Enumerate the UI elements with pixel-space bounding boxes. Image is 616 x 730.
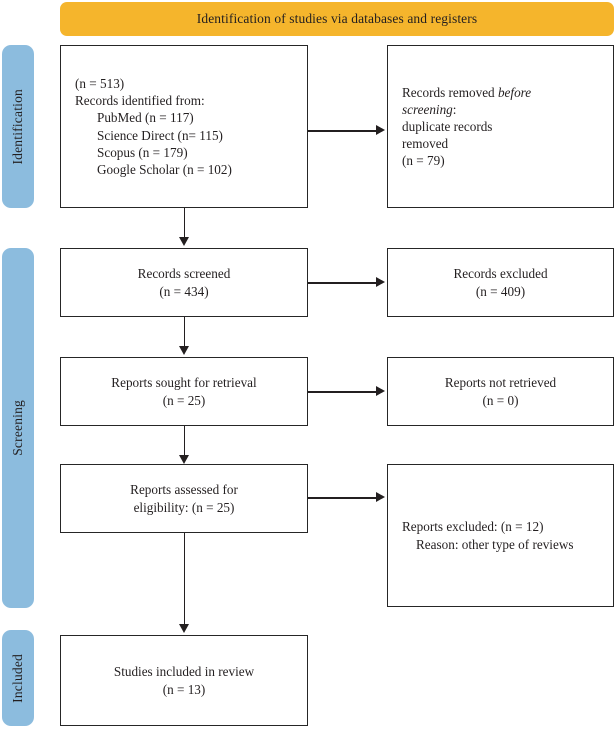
box-records-identified: (n = 513) Records identified from: PubMe… — [60, 45, 308, 208]
stage-tab-screening: Screening — [2, 248, 34, 608]
connector-screened-to-excluded-arrow — [376, 277, 385, 288]
stage-tab-included: Included — [2, 630, 34, 726]
records-identified-scopus: Scopus (n = 179) — [97, 144, 188, 160]
box-reports-assessed: Reports assessed for eligibility: (n = 2… — [60, 464, 308, 533]
records-removed-line-5: (n = 79) — [402, 153, 445, 169]
records-excluded-line-2: (n = 409) — [475, 283, 526, 299]
records-identified-line-1: (n = 513) — [75, 76, 125, 92]
diagram-banner-title: Identification of studies via databases … — [60, 2, 614, 36]
box-reports-not-retrieved: Reports not retrieved (n = 0) — [387, 357, 614, 426]
records-screened-line-2: (n = 434) — [159, 283, 209, 299]
records-identified-google-scholar: Google Scholar (n = 102) — [97, 161, 232, 177]
connector-screened-to-sought-line — [183, 317, 186, 347]
records-removed-line-3: duplicate records — [402, 118, 493, 134]
box-records-excluded: Records excluded (n = 409) — [387, 248, 614, 317]
reports-not-retrieved-line-1: Reports not retrieved — [444, 375, 557, 391]
connector-screened-to-excluded-line — [308, 282, 376, 284]
reports-assessed-line-1: Reports assessed for — [130, 482, 238, 498]
reports-excluded-line-2: Reason: other type of reviews — [416, 536, 574, 552]
connector-assessed-to-excluded-line — [308, 497, 376, 499]
records-removed-line-1a: Records removed — [402, 84, 498, 100]
connector-sought-to-assessed-arrow — [178, 455, 189, 464]
box-studies-included: Studies included in review (n = 13) — [60, 635, 308, 726]
connector-sought-to-not-retrieved-line — [308, 391, 376, 393]
banner-label: Identification of studies via databases … — [196, 11, 478, 26]
reports-excluded-line-1: Reports excluded: (n = 12) — [402, 519, 544, 535]
records-removed-line-2a: screening — [402, 101, 453, 117]
reports-assessed-line-2: eligibility: (n = 25) — [133, 499, 235, 515]
stage-label-included: Included — [10, 653, 25, 703]
connector-assessed-to-included-line — [183, 533, 186, 625]
records-excluded-line-1: Records excluded — [453, 266, 548, 282]
stage-label-identification: Identification — [10, 88, 25, 165]
connector-assessed-to-included-arrow — [178, 624, 189, 633]
records-removed-line-2b: : — [452, 101, 457, 117]
connector-sought-to-not-retrieved-arrow — [376, 386, 385, 397]
records-identified-science-direct: Science Direct (n= 115) — [97, 127, 223, 143]
connector-identified-to-screened-arrow — [178, 237, 189, 246]
reports-not-retrieved-line-2: (n = 0) — [482, 392, 519, 408]
studies-included-line-1: Studies included in review — [113, 664, 255, 680]
reports-sought-line-1: Reports sought for retrieval — [111, 375, 257, 391]
connector-identified-to-removed-line — [308, 130, 376, 132]
box-reports-excluded-reason: Reports excluded: (n = 12) Reason: other… — [387, 464, 614, 607]
box-records-screened: Records screened (n = 434) — [60, 248, 308, 317]
connector-assessed-to-excluded-arrow — [376, 492, 385, 503]
stage-tab-identification: Identification — [2, 45, 34, 208]
records-identified-pubmed: PubMed (n = 117) — [97, 110, 194, 126]
box-reports-sought: Reports sought for retrieval (n = 25) — [60, 357, 308, 426]
records-removed-line-4: removed — [402, 136, 449, 152]
connector-identified-to-removed-arrow — [376, 125, 385, 136]
connector-screened-to-sought-arrow — [178, 346, 189, 355]
studies-included-line-2: (n = 13) — [162, 681, 206, 697]
reports-sought-line-2: (n = 25) — [162, 392, 206, 408]
records-screened-line-1: Records screened — [137, 266, 231, 282]
box-records-removed: Records removed before screening: duplic… — [387, 45, 614, 208]
records-removed-line-1b: before — [497, 84, 532, 100]
records-identified-line-2: Records identified from: — [75, 93, 205, 109]
connector-identified-to-screened-line — [183, 208, 186, 238]
stage-label-screening: Screening — [10, 400, 25, 456]
connector-sought-to-assessed-line — [183, 426, 186, 456]
